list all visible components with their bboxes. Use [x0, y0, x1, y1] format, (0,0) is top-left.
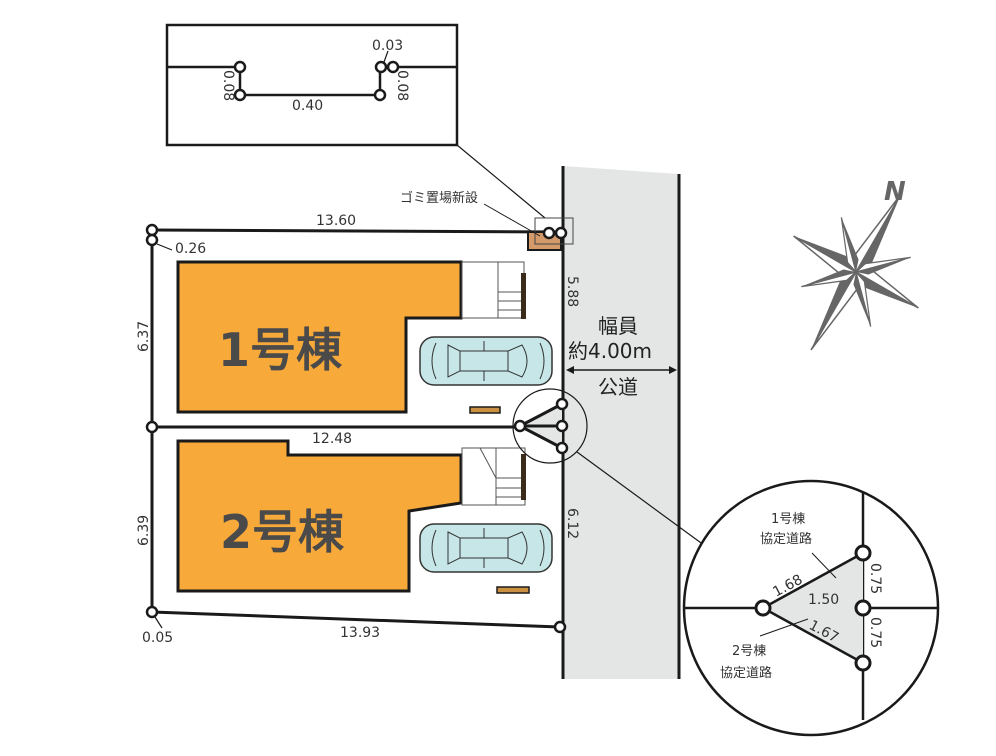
compass-rose-icon	[793, 193, 919, 351]
inset-leader-line	[456, 144, 546, 219]
agreement-road-marker	[512, 388, 713, 552]
dim-frontage-lower: 6.12	[564, 508, 580, 539]
dim-left-lower: 6.39	[136, 515, 152, 546]
dim-middle: 12.48	[312, 431, 352, 447]
garbage-area: ゴミ置場新設	[400, 190, 574, 251]
road-width-value: 約4.00m	[568, 339, 652, 363]
lower-side-label: 0.75	[867, 617, 883, 648]
upper-side-label: 0.75	[867, 563, 883, 594]
car-2	[419, 523, 553, 573]
road-type-label: 公道	[598, 375, 638, 399]
middle-label: 1.50	[808, 592, 839, 608]
lower-road-label-2: 協定道路	[720, 665, 772, 681]
dim-top-offset: 0.26	[175, 241, 206, 257]
road-width-title: 幅員	[598, 314, 638, 338]
garbage-area-label: ゴミ置場新設	[400, 190, 478, 206]
parking-stop-2	[496, 586, 530, 594]
inset-bottom-width-label: 0.40	[292, 98, 323, 114]
inset-agreement-road-detail: 1号棟 協定道路 2号棟 協定道路 1.68 1.50 1.67 0.75 0.…	[682, 479, 940, 737]
building-2-label: 2号棟	[220, 505, 345, 559]
inset-left-height-label: 0.08	[220, 70, 236, 101]
parking-stop-1	[469, 406, 501, 414]
inset-right-height-label: 0.08	[394, 70, 410, 101]
dim-bottom: 13.93	[340, 625, 380, 641]
dim-left-upper: 6.37	[136, 321, 152, 352]
building-1: 1号棟	[176, 260, 526, 414]
lot-boundaries	[145, 223, 567, 634]
car-1	[419, 336, 553, 386]
inset-top-detail: 0.03 0.40 0.08 0.08	[165, 23, 459, 147]
north-label: N	[884, 177, 906, 207]
lower-road-label-1: 2号棟	[732, 644, 766, 659]
dim-bottom-offset: 0.05	[142, 630, 173, 646]
upper-road-label-2: 協定道路	[760, 531, 812, 547]
building-1-label: 1号棟	[218, 323, 343, 377]
building-2: 2号棟	[176, 439, 526, 593]
dim-frontage-upper: 5.88	[564, 276, 580, 307]
inset-gap-label: 0.03	[372, 38, 403, 54]
upper-road-label-1: 1号棟	[771, 512, 805, 527]
dim-top: 13.60	[316, 213, 356, 229]
public-road: 幅員 約4.00m 公道	[561, 166, 681, 679]
